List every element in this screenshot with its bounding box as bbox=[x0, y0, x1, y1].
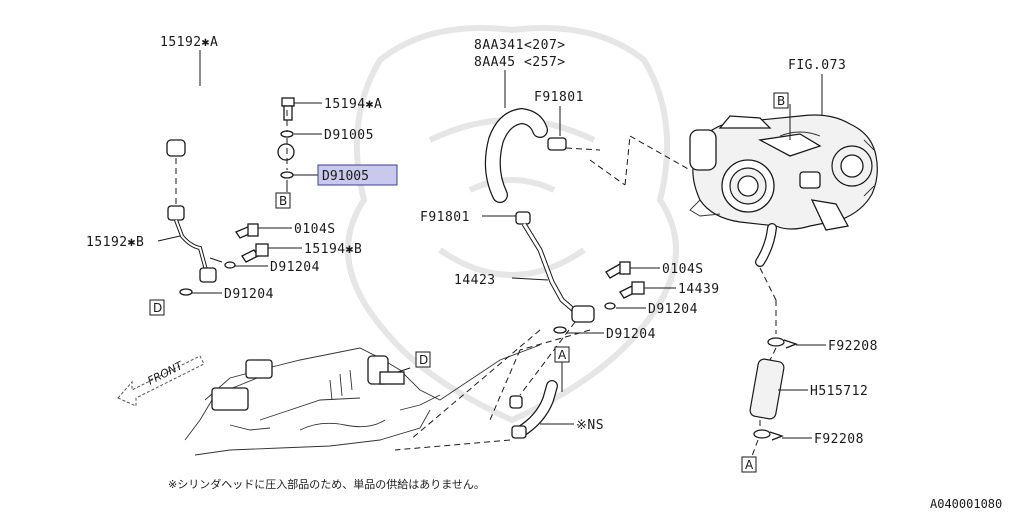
label-d91204-a[interactable]: D91204 bbox=[270, 260, 320, 275]
label-14439[interactable]: 14439 bbox=[678, 282, 720, 297]
label-fig073[interactable]: FIG.073 bbox=[788, 58, 846, 73]
label-15194b[interactable]: 15194✱B bbox=[304, 242, 362, 257]
label-0104s-left[interactable]: 0104S bbox=[294, 222, 336, 237]
turbocharger bbox=[689, 114, 878, 334]
center-leader-lines bbox=[397, 70, 676, 425]
callout-box-a-center bbox=[554, 346, 570, 363]
engine-block-sketch bbox=[184, 344, 541, 456]
label-f91801-top[interactable]: F91801 bbox=[534, 90, 584, 105]
callout-d-center[interactable]: D bbox=[419, 353, 428, 367]
callout-a-center[interactable]: A bbox=[558, 348, 567, 362]
oil-return-assembly bbox=[394, 107, 691, 451]
oil-feed-pipe-assembly bbox=[166, 86, 295, 296]
label-d91005-top[interactable]: D91005 bbox=[324, 128, 374, 143]
callout-box-d-left bbox=[149, 299, 165, 316]
label-8aa341[interactable]: 8AA341<207> bbox=[474, 38, 566, 53]
callout-box-d-center bbox=[415, 351, 431, 368]
label-d91204-b[interactable]: D91204 bbox=[224, 287, 274, 302]
label-d91005-highlighted[interactable]: D91005 bbox=[322, 169, 369, 184]
callout-b-left[interactable]: B bbox=[279, 194, 287, 208]
watermark-emblem bbox=[345, 25, 679, 424]
diagram-reference-code: A040001080 bbox=[930, 497, 1002, 511]
label-f92208-bottom[interactable]: F92208 bbox=[814, 432, 864, 447]
label-d91204-d[interactable]: D91204 bbox=[606, 327, 656, 342]
callout-a-right[interactable]: A bbox=[745, 458, 754, 472]
callout-box-a-right bbox=[741, 456, 757, 473]
right-leader-lines bbox=[778, 74, 826, 439]
label-f92208-top[interactable]: F92208 bbox=[828, 339, 878, 354]
label-8aa45[interactable]: 8AA45 <257> bbox=[474, 55, 566, 70]
front-direction-arrow: FRONT bbox=[117, 355, 205, 407]
label-15194a[interactable]: 15194✱A bbox=[324, 97, 382, 112]
callout-d-left[interactable]: D bbox=[153, 301, 162, 315]
label-d91204-c[interactable]: D91204 bbox=[648, 302, 698, 317]
hose-h515712-assembly bbox=[749, 337, 798, 457]
label-15192b[interactable]: 15192✱B bbox=[86, 235, 144, 250]
callout-box-b-left bbox=[275, 192, 291, 209]
label-h515712[interactable]: H515712 bbox=[810, 384, 868, 399]
label-0104s-right[interactable]: 0104S bbox=[662, 262, 704, 277]
supply-note: ※シリンダヘッドに圧入部品のため、単品の供給はありません。 bbox=[168, 477, 485, 491]
label-f91801-left[interactable]: F91801 bbox=[420, 210, 470, 225]
callout-box-b-right bbox=[773, 92, 789, 109]
label-15192a[interactable]: 15192✱A bbox=[160, 35, 218, 50]
callout-b-right[interactable]: B bbox=[777, 94, 785, 108]
label-ns[interactable]: ※NS bbox=[576, 418, 604, 433]
left-leader-lines bbox=[157, 50, 322, 294]
label-14423[interactable]: 14423 bbox=[454, 273, 496, 288]
highlight-box bbox=[317, 164, 398, 186]
